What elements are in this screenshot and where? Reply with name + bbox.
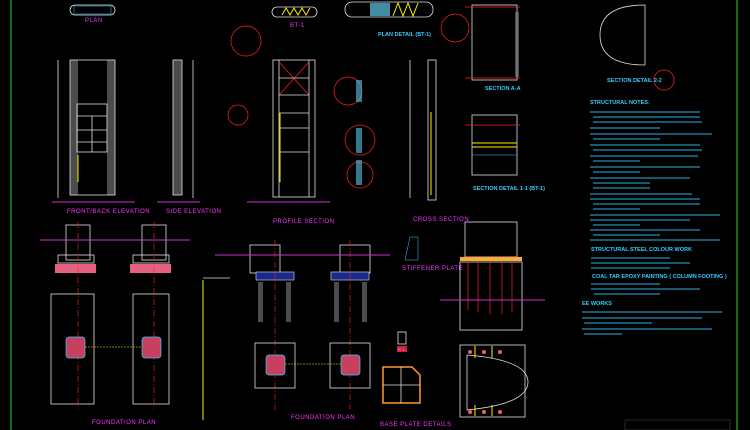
profile-section-view: PROFILE SECTION	[227, 25, 376, 225]
stiffener-plate-title: STIFFENER PLATE	[402, 266, 463, 272]
cross-section-title: CROSS SECTION	[413, 217, 469, 223]
structural-notes-heading: STRUCTURAL NOTES:	[590, 100, 650, 106]
footing-section-left	[40, 222, 190, 410]
cross-section-view: CROSS SECTION	[409, 59, 469, 223]
section-aa-title: SECTION A-A	[485, 86, 521, 92]
coal-tar-heading: COAL TAR EPOXY PAINTING ( COLUMN FOOTING…	[592, 274, 727, 280]
front-back-elevation-view: FRONT/BACK ELEVATION	[52, 59, 150, 215]
section-detail-22-view: SECTION DETAIL 2-2	[599, 4, 675, 91]
column-base-section-view	[440, 221, 545, 331]
ee-works-heading: EE WORKS	[582, 301, 612, 307]
section-detail-11-view: SECTION DETAIL 1-1 (BT-1)	[465, 114, 545, 192]
title-block	[624, 419, 731, 430]
section-detail-11-title: SECTION DETAIL 1-1 (BT-1)	[473, 186, 545, 192]
bt1-title: BT-1	[290, 23, 305, 29]
plan-view: PLAN	[69, 4, 116, 24]
foundation-plan-1-title: FOUNDATION PLAN	[92, 420, 156, 426]
side-elevation-title: SIDE ELEVATION	[166, 209, 221, 215]
b1-title: B-1	[398, 347, 406, 352]
section-aa-view: SECTION A-A	[465, 4, 521, 92]
side-elevation-view: SIDE ELEVATION	[157, 59, 221, 215]
foundation-plan-2-title: FOUNDATION PLAN	[291, 415, 355, 421]
steel-colour-work-heading: STRUCTURAL STEEL COLOUR WORK	[591, 247, 692, 253]
base-plate-plan-view	[459, 344, 529, 418]
footing-section-middle	[202, 240, 390, 420]
structural-notes: STRUCTURAL NOTES: STRUCTURAL STEEL COLOU…	[582, 100, 727, 335]
section-detail-22-title: SECTION DETAIL 2-2	[607, 78, 662, 84]
base-plate-details-title: BASE PLATE DETAILS	[380, 422, 451, 428]
bt1-view: BT-1	[271, 6, 318, 29]
plan-detail-view: PLAN DETAIL (BT-1)	[344, 1, 470, 43]
plan-title: PLAN	[85, 18, 103, 24]
foundation-plan-2-view: FOUNDATION PLAN	[254, 342, 371, 421]
b1-view: B-1	[397, 331, 407, 352]
stiffener-plate-view: STIFFENER PLATE	[402, 236, 463, 272]
base-plate-details-view: BASE PLATE DETAILS	[380, 366, 451, 428]
foundation-plan-1-view: FOUNDATION PLAN	[50, 293, 170, 426]
plan-detail-title: PLAN DETAIL (BT-1)	[378, 32, 431, 38]
front-back-elevation-title: FRONT/BACK ELEVATION	[67, 209, 150, 215]
profile-section-title: PROFILE SECTION	[273, 219, 335, 225]
